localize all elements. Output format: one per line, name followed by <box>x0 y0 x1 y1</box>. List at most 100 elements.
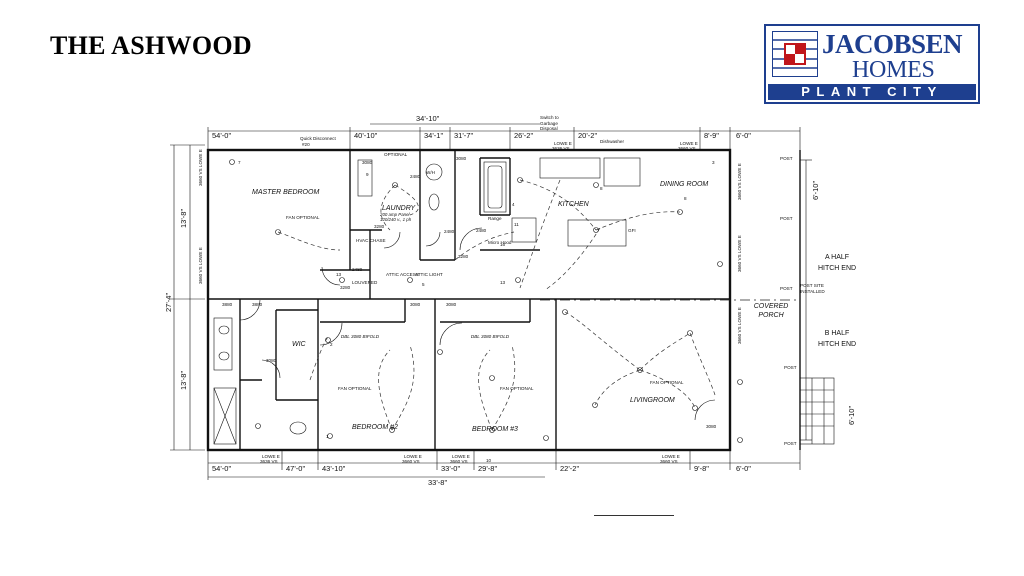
room-label-dining-room: DINING ROOM <box>660 181 708 188</box>
door-15: 3080 <box>456 156 467 161</box>
window-3: 3636 VS <box>260 459 278 464</box>
dim-right-1: 6'-10" <box>811 181 820 200</box>
door-13: 3080 <box>706 424 717 429</box>
label-post-site-installed: POST SITE INSTALLED <box>800 283 825 294</box>
master-vanity <box>213 317 233 371</box>
circuit-num-11: 4 <box>512 202 515 207</box>
left-dimension-lines <box>170 144 205 451</box>
circuit-num-1: 7 <box>238 160 241 165</box>
windows: LOWE E 3636 VS LOWE E 3660 VS LOWE E 363… <box>198 141 742 464</box>
covered-porch-structure <box>799 150 835 450</box>
room-label-master-bedroom: MASTER BEDROOM <box>252 189 319 196</box>
bifold-bed3-text: DBL 3080 BIFOLD <box>470 334 510 339</box>
note-bifold-bed3: DBL 3080 BIFOLD <box>470 334 510 339</box>
bathtub <box>483 161 507 213</box>
circuit-num-13: 5 <box>422 282 425 287</box>
dim-bottom-1: 54'-0" <box>212 464 231 473</box>
switch-text: Switch to Garbage Disposal <box>540 115 559 131</box>
dim-top-3: 34'-10" <box>416 114 440 123</box>
dim-bottom-3: 43'-10" <box>322 464 346 473</box>
window-lowe-3: LOWE E <box>262 454 280 459</box>
dim-top-1: 54'-0" <box>212 131 231 140</box>
post-label-5: POST <box>784 441 797 446</box>
circuit-num-14: 16 <box>500 242 506 247</box>
door-11: 3080 <box>446 302 457 307</box>
bifold-bed2-text: DBL 3080 BIFOLD <box>340 334 380 339</box>
circuit-num-8: 8 <box>600 186 603 191</box>
logo-text-jacobsen: JACOBSEN <box>822 29 963 59</box>
window-lowe-1: LOWE E <box>554 141 572 146</box>
room-label-covered-porch: COVERED PORCH <box>753 303 789 319</box>
dim-bottom-8: 6'-0" <box>736 464 751 473</box>
circuit-num-5: 10 <box>486 458 492 463</box>
porch-steps <box>799 377 835 445</box>
dim-top-9: 6'-0" <box>736 131 751 140</box>
circuit-num-12: 9 <box>366 172 369 177</box>
note-quick-disconnect: Quick Disconnect <box>300 136 336 141</box>
circuit-num-9: 11 <box>514 222 519 227</box>
door-3: 3280 <box>340 285 351 290</box>
window-lowe-5: LOWE E <box>452 454 470 459</box>
note-quick-disconnect-num: #20 <box>302 142 310 147</box>
post-label-3: POST <box>780 286 793 291</box>
window-lowe-6: LOWE E <box>662 454 680 459</box>
post-site-text: POST SITE INSTALLED <box>800 283 825 294</box>
window-lowe-2: LOWE E <box>680 141 698 146</box>
covered-porch-text: COVERED PORCH <box>753 303 789 319</box>
range <box>511 217 537 243</box>
door-12: 3080 <box>266 358 277 363</box>
dim-left-3: 13'-8" <box>179 371 188 390</box>
dim-left-1: 13'-8" <box>179 209 188 228</box>
dim-bottom-5: 29'-8" <box>478 464 497 473</box>
note-dishwasher: Dishwasher <box>600 139 624 144</box>
logo-mark-icon <box>772 31 818 77</box>
dim-top-2: 40'-10" <box>354 131 378 140</box>
label-b-half-hitch-end: B HALF HITCH END <box>817 330 857 348</box>
dim-top-5: 31'-7" <box>454 131 473 140</box>
toilet-master <box>289 421 307 435</box>
window-v2: 3660 VS LOWE E <box>198 247 203 284</box>
window-5: 3660 VS <box>450 459 468 464</box>
door-14: 2480 <box>476 228 487 233</box>
dim-top-6: 26'-2" <box>514 131 533 140</box>
shower <box>213 387 237 445</box>
door-7: 3080 <box>410 302 421 307</box>
note-panel: 200 amp Panel 120/240 v., 1 ph <box>380 212 411 222</box>
washer-dryer <box>357 159 373 197</box>
note-range: Range <box>488 216 502 221</box>
note-attic-access: ATTIC ACCESS <box>386 272 419 277</box>
logo-text-homes: HOMES <box>852 57 935 83</box>
dim-bottom-7: 9'-8" <box>694 464 709 473</box>
electrical-devices <box>229 159 743 443</box>
door-1: 3880 <box>222 302 233 307</box>
room-label-kitchen: KITCHEN <box>558 201 590 208</box>
dim-right-2: 6'-10" <box>847 406 856 425</box>
post-label-1: POST <box>780 156 793 161</box>
note-water-heater: W/H <box>426 170 435 175</box>
a-half-hitch-text: A HALF HITCH END <box>817 254 857 272</box>
dim-top-4: 34'-1" <box>424 131 443 140</box>
door-9: 3280 <box>458 254 469 259</box>
fixtures <box>213 157 641 445</box>
note-hvac-chase: HVAC CHASE <box>356 238 386 243</box>
note-fan-bed2: FAN OPTIONAL <box>338 386 372 391</box>
note-fan-bed3: FAN OPTIONAL <box>500 386 534 391</box>
b-half-hitch-text: B HALF HITCH END <box>817 330 857 348</box>
circuit-num-10: 3 <box>712 160 715 165</box>
window-6: 3660 VS <box>660 459 678 464</box>
kitchen-island <box>567 219 627 247</box>
dim-left-2: 27'-4" <box>164 293 173 312</box>
dishwasher <box>603 157 641 187</box>
window-v4: 3660 VS LOWE E <box>737 235 742 272</box>
window-1: 3636 VS <box>552 146 570 151</box>
door-5: 3080 <box>362 160 373 165</box>
dim-bottom-6: 22'-2" <box>560 464 579 473</box>
bottom-dimension-lines <box>207 450 801 480</box>
note-bifold-bed2: DBL 3080 BIFOLD <box>340 334 380 339</box>
page-title: THE ASHWOOD <box>50 31 252 60</box>
toilet-hall <box>428 193 440 211</box>
door-10: 2480 <box>352 267 363 272</box>
logo-text-plant-city: PLANT CITY <box>768 84 976 100</box>
door-8: 2480 <box>444 229 455 234</box>
